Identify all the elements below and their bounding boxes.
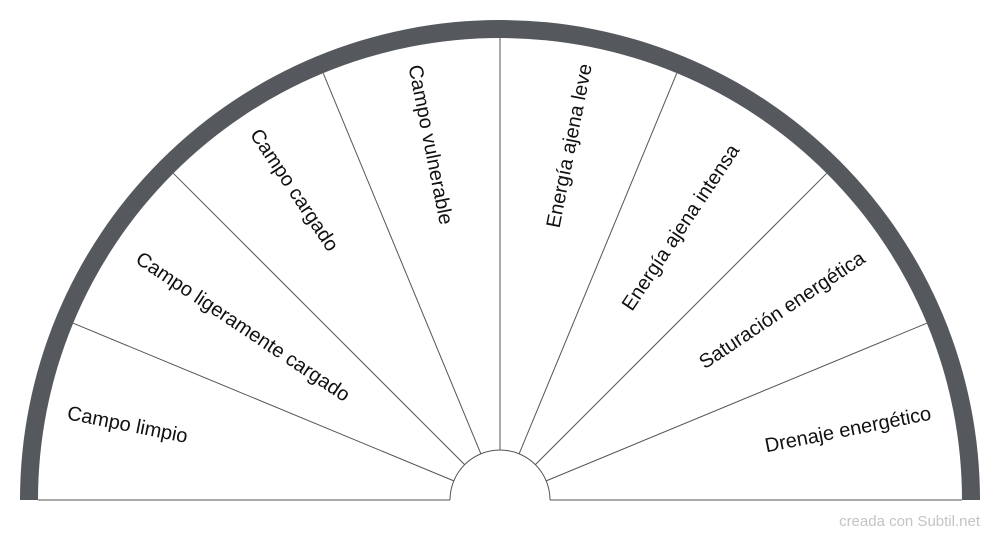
sector-label: Campo vulnerable — [403, 63, 456, 227]
sector-label: Campo cargado — [245, 125, 342, 256]
sector-label: Campo ligeramente cargado — [132, 248, 354, 407]
sector-divider — [546, 322, 928, 482]
sector-label: Drenaje energético — [763, 403, 933, 458]
sector-label: Saturación energética — [695, 247, 870, 374]
sector-divider — [172, 172, 465, 465]
sector-divider — [72, 322, 454, 482]
center-semicircle — [449, 449, 551, 501]
sector-divider — [518, 72, 678, 454]
watermark: creada con Subtil.net — [839, 513, 980, 530]
sector-divider — [535, 172, 828, 465]
sector-label: Energía ajena leve — [543, 62, 597, 230]
sector-divider — [322, 72, 482, 454]
sector-label: Energía ajena intensa — [618, 140, 745, 315]
sector-label: Campo limpio — [65, 402, 189, 447]
